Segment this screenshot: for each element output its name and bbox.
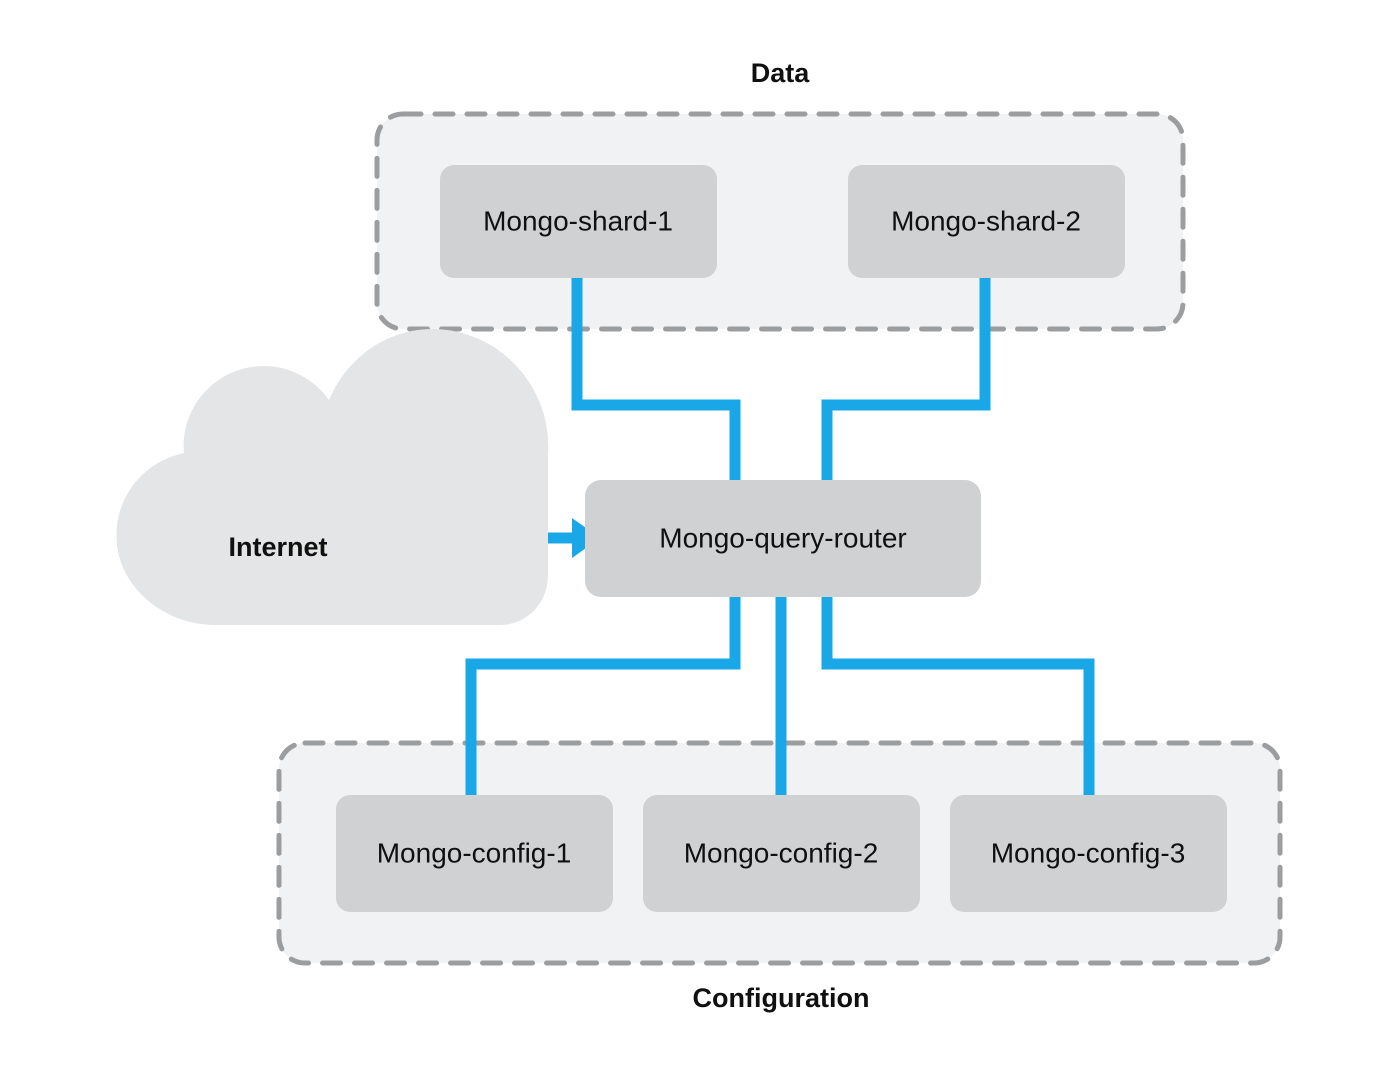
- node-mongo-config-2[interactable]: Mongo-config-2: [643, 795, 920, 912]
- node-mongo-shard-1[interactable]: Mongo-shard-1: [440, 165, 717, 278]
- node-mongo-config-3[interactable]: Mongo-config-3: [950, 795, 1227, 912]
- cloud-shape: [116, 328, 549, 625]
- node-mongo-config-1[interactable]: Mongo-config-1: [336, 795, 613, 912]
- node-mongo-config-3-label: Mongo-config-3: [991, 837, 1186, 868]
- node-mongo-query-router[interactable]: Mongo-query-router: [585, 480, 981, 597]
- node-mongo-config-1-label: Mongo-config-1: [377, 837, 572, 868]
- node-mongo-config-1-box[interactable]: [336, 795, 613, 912]
- node-mongo-shard-1-box[interactable]: [440, 165, 717, 278]
- node-mongo-shard-2[interactable]: Mongo-shard-2: [848, 165, 1125, 278]
- node-mongo-query-router-label: Mongo-query-router: [659, 522, 906, 553]
- link-router-to-config1: [465, 592, 741, 802]
- link-router-to-config3: [821, 592, 1095, 802]
- node-mongo-shard-2-label: Mongo-shard-2: [891, 205, 1081, 236]
- internet-cloud-label: Internet: [228, 532, 327, 562]
- configuration-group-label: Configuration: [693, 983, 870, 1013]
- node-mongo-config-2-box[interactable]: [643, 795, 920, 912]
- internet-cloud[interactable]: Internet: [116, 328, 549, 625]
- link-shard2-to-router: [821, 272, 991, 486]
- node-mongo-query-router-box[interactable]: [585, 480, 981, 597]
- node-mongo-config-3-box[interactable]: [950, 795, 1227, 912]
- node-mongo-config-2-label: Mongo-config-2: [684, 837, 879, 868]
- node-mongo-shard-2-box[interactable]: [848, 165, 1125, 278]
- data-group-label: Data: [751, 58, 811, 88]
- link-shard1-to-router: [571, 272, 741, 486]
- node-mongo-shard-1-label: Mongo-shard-1: [483, 205, 673, 236]
